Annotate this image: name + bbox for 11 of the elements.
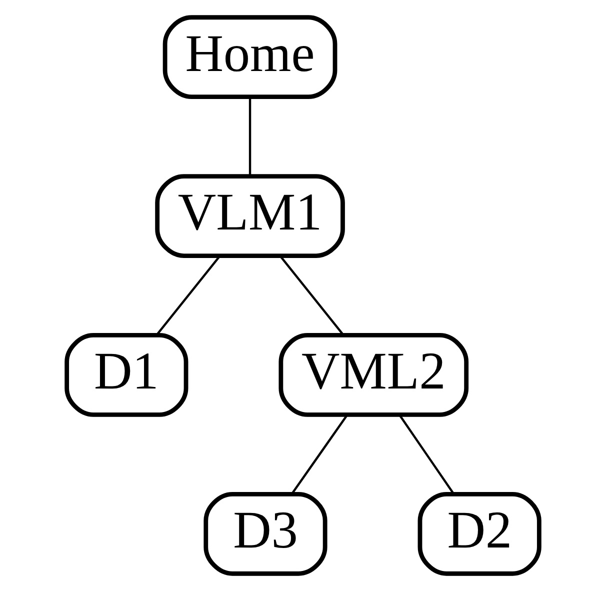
connector <box>280 256 344 336</box>
connector <box>291 414 348 495</box>
node-box: D2 <box>418 492 542 576</box>
connector <box>156 256 220 336</box>
node-box: VLM1 <box>155 174 345 258</box>
connector <box>248 98 252 176</box>
node-box: D1 <box>64 333 188 417</box>
node-box: Home <box>162 15 338 100</box>
node-box: D3 <box>204 492 328 576</box>
connector <box>398 414 455 495</box>
node-box: VML2 <box>278 333 469 417</box>
